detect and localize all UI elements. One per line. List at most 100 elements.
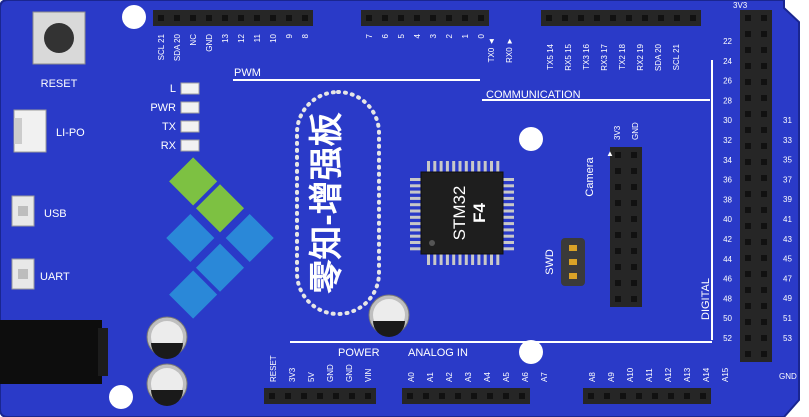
pin-hole	[588, 393, 594, 399]
power-pin-label: VIN	[364, 368, 373, 382]
digital-pin-label: 31	[783, 116, 792, 125]
pin-hole	[631, 152, 637, 158]
pin-hole	[761, 127, 767, 133]
pin-hole	[462, 15, 468, 21]
top-left-pin-label: GND	[205, 34, 214, 52]
digital-pin-label: 24	[723, 57, 732, 66]
pin-hole	[631, 168, 637, 174]
pin-hole	[761, 63, 767, 69]
pin-hole	[761, 223, 767, 229]
analog-pin-label: A0	[407, 372, 416, 382]
pin-hole	[761, 319, 767, 325]
pin-hole	[269, 393, 275, 399]
top-middle-pin-label: 3	[429, 33, 438, 38]
pin-hole	[301, 393, 307, 399]
analog-left-header	[402, 388, 530, 404]
pin-hole	[366, 15, 372, 21]
camera-label: Camera	[584, 157, 596, 197]
pin-hole	[658, 15, 664, 21]
pin-hole	[745, 239, 751, 245]
analog-pin-label: A10	[626, 367, 635, 382]
pin-hole	[761, 79, 767, 85]
led-label: L	[170, 83, 176, 95]
pin-hole	[761, 271, 767, 277]
top-left-pin-label: NC	[189, 34, 198, 46]
digital-pin-label: 51	[783, 314, 792, 323]
led	[180, 120, 200, 133]
pin-hole	[761, 15, 767, 21]
capacitor	[146, 316, 188, 359]
top-left-pin-label: 9	[285, 33, 294, 38]
pin-hole	[745, 63, 751, 69]
pin-hole	[761, 255, 767, 261]
analog-pin-label: A13	[683, 367, 692, 382]
pin-hole	[761, 47, 767, 53]
pin-hole	[642, 15, 648, 21]
power-header	[264, 388, 376, 404]
pin-hole	[745, 79, 751, 85]
pin-hole	[745, 191, 751, 197]
led-label: TX	[162, 121, 177, 133]
pin-hole	[206, 15, 212, 21]
top-left-header	[153, 10, 313, 26]
pin-hole	[652, 393, 658, 399]
pin-hole	[745, 47, 751, 53]
analog-pin-label: A14	[702, 367, 711, 382]
analog-pin-label: A11	[645, 368, 654, 382]
pin-hole	[745, 31, 751, 37]
pin-hole	[158, 15, 164, 21]
digital-pin-label: 22	[723, 37, 732, 46]
pin-hole	[761, 335, 767, 341]
pin-hole	[745, 223, 751, 229]
pin-hole	[407, 393, 413, 399]
brand-logo	[166, 157, 274, 319]
pin-hole	[761, 303, 767, 309]
pin-hole	[745, 143, 751, 149]
pin-hole	[610, 15, 616, 21]
top-middle-pin-label: 7	[365, 33, 374, 38]
top-right-header	[541, 10, 701, 26]
pin-hole	[674, 15, 680, 21]
pin-hole	[761, 95, 767, 101]
top-middle-header	[361, 10, 489, 26]
usb-port	[11, 195, 35, 227]
mounting-hole	[109, 385, 133, 409]
usb-label: USB	[44, 208, 67, 220]
top-right-pin-label: RX5 15	[564, 43, 573, 70]
pin-hole	[745, 287, 751, 293]
pin-hole	[333, 393, 339, 399]
digital-pin-label: 34	[723, 156, 732, 165]
top-middle-pin-label: 1	[461, 33, 470, 38]
led	[180, 101, 200, 114]
pin-hole	[615, 184, 621, 190]
pin-hole	[631, 280, 637, 286]
pin-hole	[745, 255, 751, 261]
analog-pin-label: A9	[607, 372, 616, 382]
pin-hole	[626, 15, 632, 21]
digital-pin-label: 44	[723, 255, 732, 264]
pin-hole	[615, 216, 621, 222]
top-left-pin-label: 13	[221, 33, 230, 42]
pin-hole	[761, 159, 767, 165]
pin-hole	[745, 127, 751, 133]
top-right-pin-label: RX3 17	[600, 43, 609, 70]
pin-hole	[690, 15, 696, 21]
pin-hole	[761, 287, 767, 293]
pin-hole	[761, 143, 767, 149]
power-pin-label: 3V3	[288, 367, 297, 382]
digital-pin-label: 39	[783, 195, 792, 204]
pin-hole	[745, 335, 751, 341]
pin-hole	[631, 248, 637, 254]
reset-button[interactable]	[32, 11, 86, 65]
pin-hole	[365, 393, 371, 399]
pin-hole	[430, 15, 436, 21]
digital-pin-label: 32	[723, 136, 732, 145]
mounting-hole	[122, 5, 146, 29]
digital-pin-label: 28	[723, 96, 732, 105]
pin-hole	[423, 393, 429, 399]
pin-hole	[487, 393, 493, 399]
pin-hole	[382, 15, 388, 21]
capacitor	[146, 363, 188, 406]
